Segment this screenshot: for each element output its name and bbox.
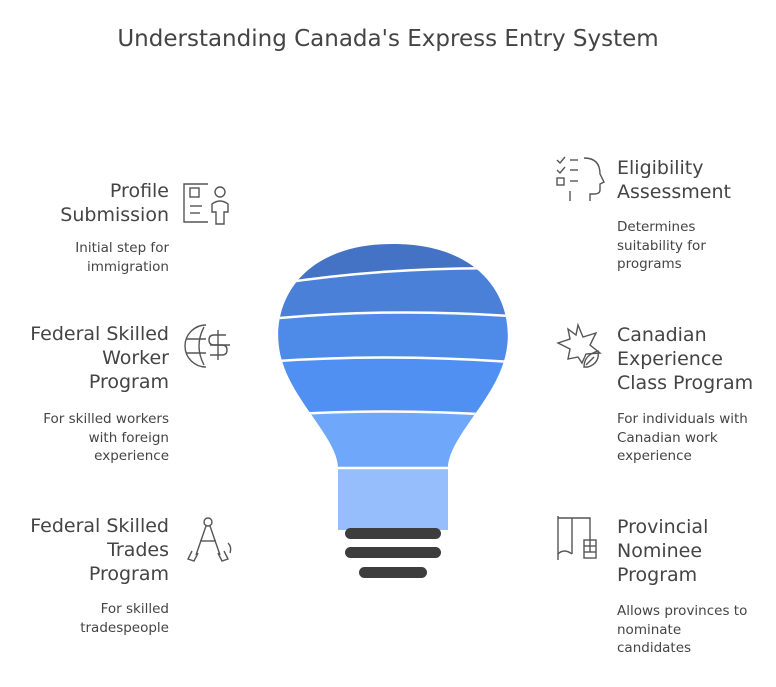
globe-dollar-icon — [184, 324, 230, 368]
item-canadian-experience-description: For individuals with Canadian work exper… — [617, 411, 748, 464]
item-canadian-experience-heading: Canadian Experience Class Program — [617, 324, 754, 394]
item-provincial-nominee-description: Allows provinces to nominate candidates — [617, 603, 748, 656]
compass-tool-icon — [187, 517, 232, 562]
bulb-band-2 — [278, 268, 508, 322]
item-federal-skilled-worker-description: For skilled workers with foreign experie… — [43, 411, 169, 464]
bulb-band-4 — [278, 357, 508, 420]
item-federal-skilled-worker-heading: Federal Skilled Worker Program — [30, 323, 169, 393]
maple-leaf-icon — [556, 322, 602, 368]
bulb-base-bar-3 — [359, 567, 427, 578]
bulb-neck — [278, 468, 508, 530]
item-federal-skilled-trades-heading: Federal Skilled Trades Program — [30, 515, 169, 585]
item-provincial-nominee-heading: Provincial Nominee Program — [617, 516, 709, 586]
page-title: Understanding Canada's Express Entry Sys… — [117, 26, 659, 52]
item-federal-skilled-trades-description: For skilled tradespeople — [80, 601, 169, 636]
item-eligibility-assessment-heading: Eligibility Assessment — [617, 157, 731, 203]
item-profile-submission-heading: Profile Submission — [60, 180, 169, 226]
bulb-base-bar-2 — [345, 547, 441, 558]
item-eligibility-assessment-description: Determines suitability for programs — [617, 219, 706, 272]
profile-card-icon — [183, 183, 229, 225]
bulb-base-bar-1 — [345, 528, 441, 539]
item-profile-submission-description: Initial step for immigration — [75, 240, 169, 275]
bulb-band-5 — [278, 411, 508, 468]
bulb-band-3 — [278, 312, 508, 366]
flag-map-icon — [557, 516, 597, 560]
checklist-head-icon — [556, 156, 605, 201]
